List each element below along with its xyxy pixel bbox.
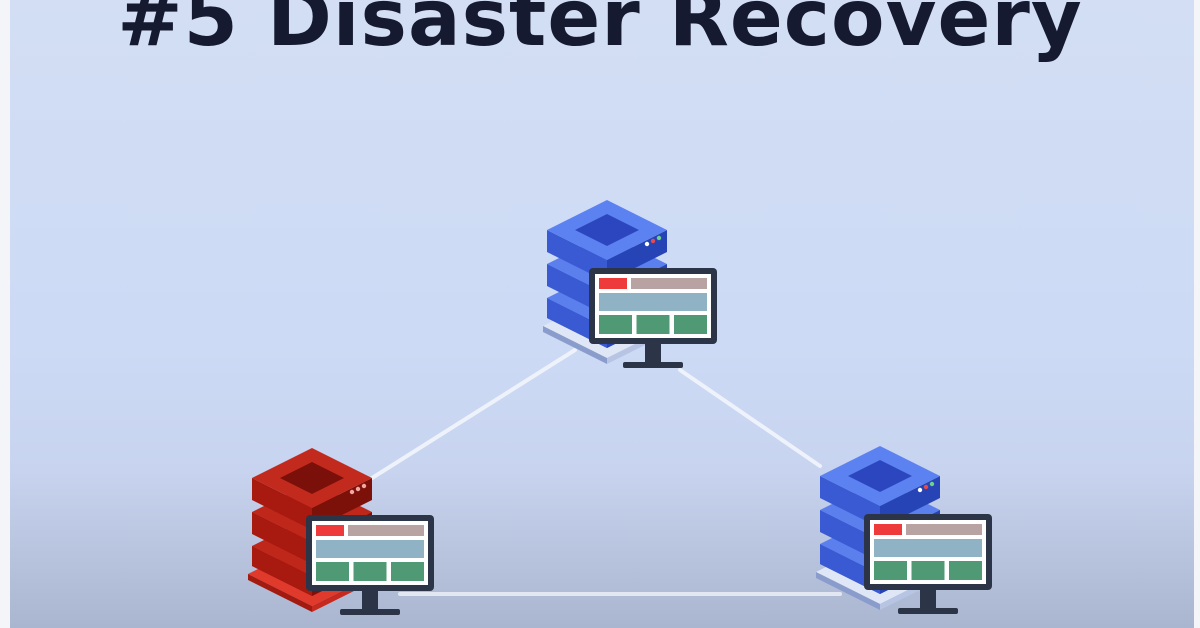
server-node-right: [816, 446, 992, 614]
server-node-left-failed: [248, 448, 434, 615]
right-frame-border: [1194, 0, 1200, 628]
left-frame-border: [0, 0, 10, 628]
link-top-right: [678, 368, 822, 468]
page-title: #5 Disaster Recovery: [117, 0, 1083, 64]
network-links: [370, 348, 842, 596]
server-node-top: [543, 200, 717, 368]
link-top-left: [370, 348, 577, 480]
